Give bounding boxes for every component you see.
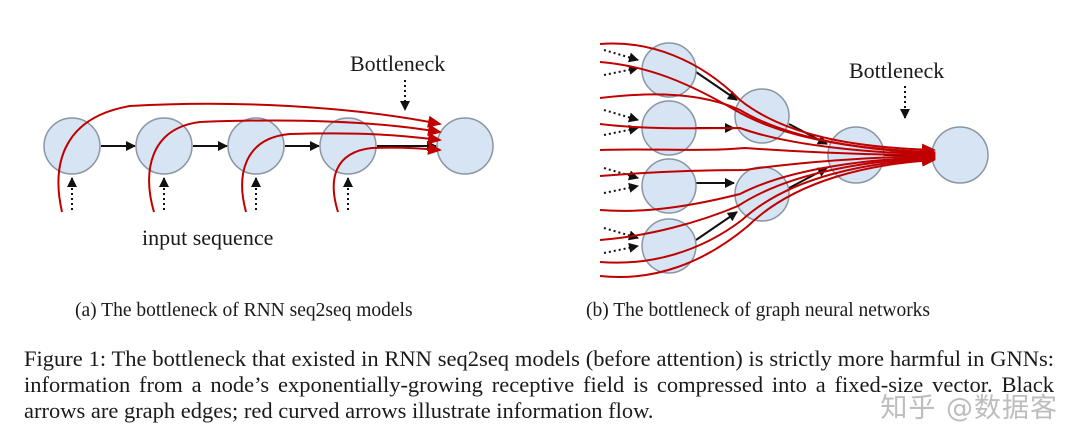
rnn-bottleneck-node	[436, 117, 494, 175]
gnn-mid-node-1	[734, 88, 790, 144]
panel-a-information-flow	[57, 102, 442, 213]
rnn-node-3	[227, 117, 285, 175]
gnn-leaf-node-1	[641, 42, 697, 98]
rnn-node-4	[319, 117, 377, 175]
panel-a-subcaption: (a) The bottleneck of RNN seq2seq models	[75, 300, 413, 321]
gnn-target-node	[931, 126, 989, 184]
rnn-node-1	[43, 117, 101, 175]
panel-a-input-label: input sequence	[142, 225, 273, 250]
panel-a-diagram: Bottleneck input sequence (a) The bottle…	[43, 51, 494, 321]
watermark: 知乎 @数据客	[880, 393, 1058, 424]
panel-a-bottleneck-label: Bottleneck	[350, 51, 445, 76]
gnn-leaf-node-4	[641, 218, 697, 274]
figure-caption: Figure 1: The bottleneck that existed in…	[24, 346, 1054, 423]
panel-b-bottleneck-label: Bottleneck	[849, 58, 944, 83]
rnn-node-2	[135, 117, 193, 175]
panel-b-diagram: Bottleneck (b) The bottleneck of graph n…	[586, 42, 989, 321]
panel-a-nodes	[43, 117, 494, 175]
panel-a-input-arrows	[67, 177, 353, 210]
panel-b-information-flow	[599, 42, 936, 278]
panel-b-input-arrows	[603, 49, 639, 254]
panel-b-subcaption: (b) The bottleneck of graph neural netwo…	[586, 300, 930, 321]
